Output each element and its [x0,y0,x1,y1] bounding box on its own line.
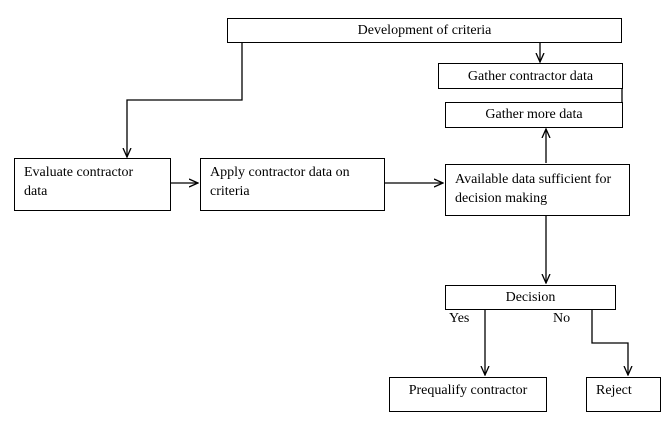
connector-no-to-reject [591,310,628,375]
node-available-data-sufficient: Available data sufficient for decision m… [445,164,630,216]
edge-label-yes: Yes [449,311,470,326]
node-apply-contractor-data: Apply contractor data on criteria [200,158,385,211]
node-decision: Decision [445,285,616,310]
node-development-of-criteria: Development of criteria [227,18,622,43]
node-prequalify-contractor: Prequalify contractor [389,377,547,412]
node-reject: Reject [586,377,661,412]
connector-criteria-to-evaluate [127,42,243,157]
edge-label-no: No [553,311,571,326]
node-evaluate-contractor-data: Evaluate contractor data [14,158,171,211]
node-gather-more-data: Gather more data [445,102,623,128]
node-gather-contractor-data: Gather contractor data [438,63,623,89]
